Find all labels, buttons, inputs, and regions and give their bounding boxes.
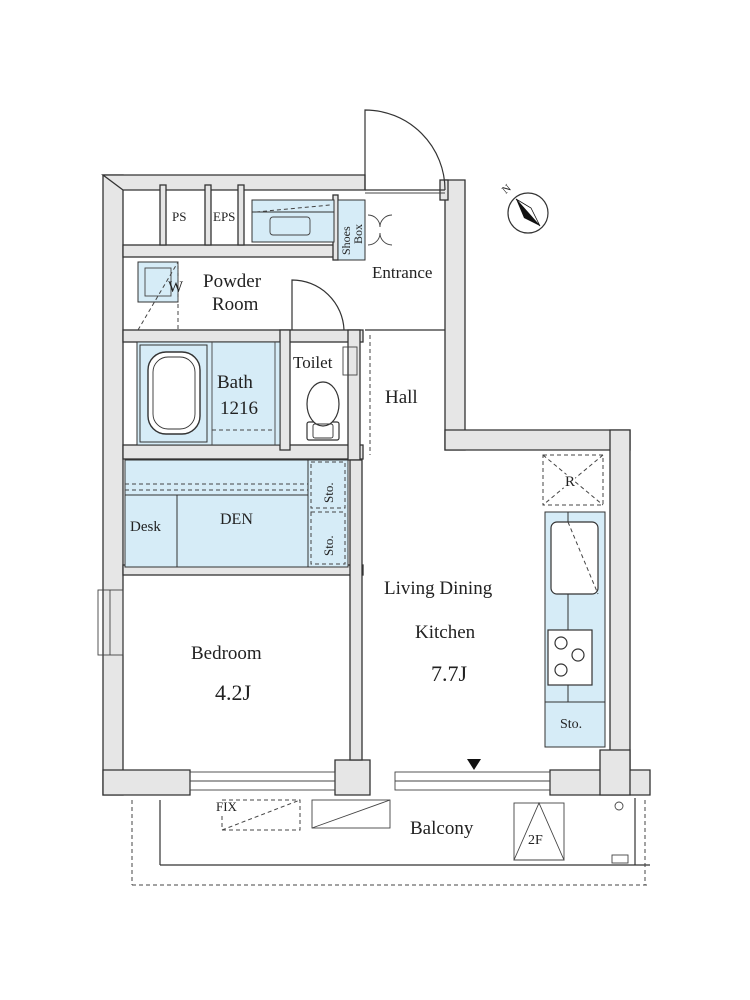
shaft-ps: PS <box>172 209 186 224</box>
refrigerator-space: R <box>542 454 604 506</box>
den-storage-label-lower: Sto. <box>321 535 336 556</box>
balcony-area: FIX Balcony 2F <box>131 797 650 886</box>
vanity-counter <box>251 199 335 243</box>
eps-label: EPS <box>213 209 235 224</box>
entrance-label: Entrance <box>372 263 432 282</box>
north-arrow-icon: N <box>500 182 549 234</box>
balcony-label: Balcony <box>410 818 474 839</box>
bedroom-label: Bedroom <box>191 643 262 664</box>
shoes-box-label-line2: Box <box>351 224 365 244</box>
bathtub-icon <box>147 351 201 435</box>
desk-label: Desk <box>130 519 161 535</box>
ldk-size-label: 7.7J <box>431 661 468 686</box>
powder-room-label-line1: Powder <box>203 271 262 292</box>
powder-room-label-line2: Room <box>212 294 259 315</box>
svg-text:N: N <box>500 182 514 196</box>
gas-stove-icon <box>547 629 593 686</box>
entrance-door <box>364 109 446 194</box>
windows <box>97 589 551 791</box>
fix-window-label: FIX <box>216 799 238 814</box>
exterior-walls <box>101 174 651 796</box>
bath-size-label: 1216 <box>220 398 258 419</box>
shoes-box: Shoes Box <box>337 199 393 261</box>
ps-label: PS <box>172 209 186 224</box>
toilet-icon <box>306 381 340 441</box>
kitchen-counter: Sto. <box>544 511 606 748</box>
den-area: Desk DEN <box>124 459 309 568</box>
ldk-label-line2: Kitchen <box>415 622 476 643</box>
toilet-label: Toilet <box>293 353 333 372</box>
den-storage: Sto. Sto. <box>307 459 349 568</box>
shaft-eps: EPS <box>213 209 235 224</box>
second-floor-label: 2F <box>528 833 543 848</box>
den-label: DEN <box>220 511 253 528</box>
washer-label: W <box>168 279 184 296</box>
toilet-room: Toilet <box>293 346 358 441</box>
kitchen-storage-label: Sto. <box>560 717 582 732</box>
interior-walls <box>122 184 445 761</box>
ldk-label-line1: Living Dining <box>384 578 493 599</box>
shoes-box-label-line1: Shoes <box>339 226 353 255</box>
bath-room: Bath 1216 <box>136 341 281 446</box>
bath-label: Bath <box>217 372 253 393</box>
refrigerator-label: R <box>565 474 575 490</box>
kitchen-sink-icon <box>550 521 599 595</box>
hall-label: Hall <box>385 387 418 408</box>
bedroom-size-label: 4.2J <box>215 680 252 705</box>
washer-space: W <box>137 261 184 331</box>
main-entrance-marker-icon <box>467 759 481 770</box>
den-storage-label-upper: Sto. <box>321 482 336 503</box>
